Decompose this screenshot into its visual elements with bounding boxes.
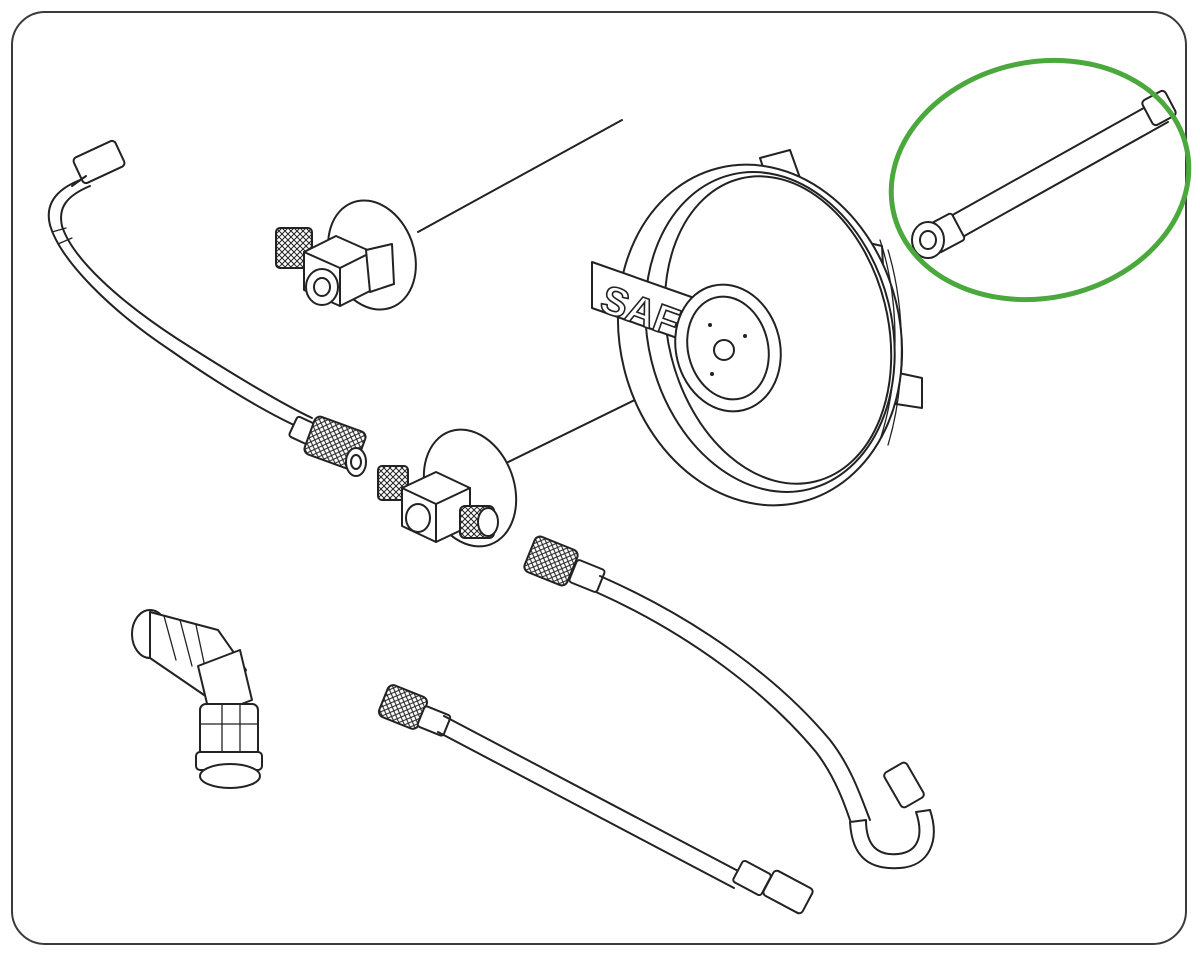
push-in-elbow-fitting (131, 609, 263, 789)
diaphragm-housing: SAF (591, 149, 923, 507)
elbow-fitting-upper (275, 119, 623, 311)
diagram-frame (11, 11, 1187, 945)
brand-plate: SAF (591, 261, 701, 347)
curved-hose-left (47, 139, 320, 447)
nipple-left (345, 447, 367, 477)
elbow-fitting-lower (377, 367, 701, 548)
straight-hose-bottom (377, 684, 814, 915)
rigid-tube-highlighted (911, 89, 1177, 259)
u-bend-hose (523, 535, 935, 870)
highlight-ring (888, 57, 1192, 303)
